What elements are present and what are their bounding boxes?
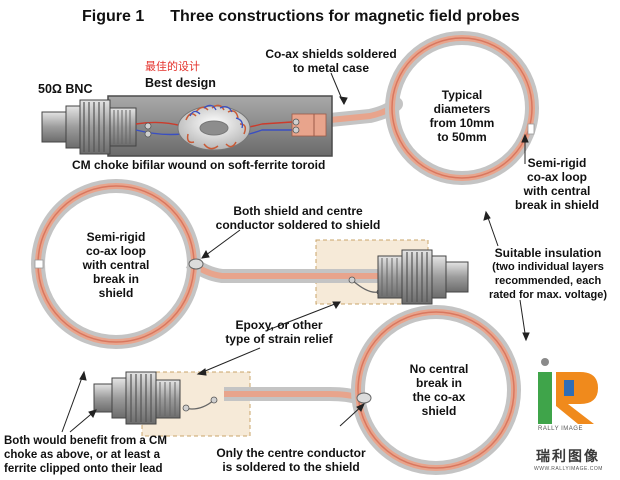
probe-1-pointers: [330, 72, 529, 164]
logo-url: WWW.RALLYIMAGE.COM: [534, 466, 603, 472]
probe-2-pointers: [201, 229, 341, 331]
probe-1-ferrite-toroid: [177, 104, 251, 151]
logo-text-block: RALLY IMAGE 瑞利图像 WWW.RALLYIMAGE.COM: [528, 362, 620, 480]
only-centre-label: Only the centre conductor is soldered to…: [216, 446, 366, 474]
epoxy-label: Epoxy, or other type of strain relief: [225, 318, 333, 346]
cm-choke-label: CM choke bifilar wound on soft-ferrite t…: [72, 158, 326, 172]
coax-shields-label: Co-ax shields soldered to metal case: [265, 47, 397, 75]
probe-3-bnc-connector: [93, 371, 181, 425]
insulation-label: Suitable insulation (two individual laye…: [489, 246, 607, 301]
probe-1-loop-core: [391, 37, 533, 179]
probe-3-pointers: [61, 347, 365, 433]
probe-3: [93, 305, 521, 475]
probe-3-solder-joint: [356, 392, 372, 404]
best-design-label: Best design: [145, 76, 216, 90]
both-benefit-label: Both would benefit from a CM choke as ab…: [4, 435, 167, 475]
probe-1-bnc-connector: [41, 99, 137, 155]
probe-2: [31, 179, 469, 349]
probe-1-central-break: [527, 123, 535, 135]
semi-rigid-left-label: Semi-rigid co-ax loop with central break…: [82, 230, 150, 300]
typical-diameters-label: Typical diameters from 10mm to 50mm: [429, 88, 495, 144]
probe-2-bnc-connector: [377, 249, 469, 305]
logo-brand-cn: 瑞利图像: [536, 448, 600, 464]
best-design-cn-label: 最佳的设计: [145, 61, 200, 73]
probe-2-solder-joint: [188, 258, 204, 270]
figure-number: Figure 1: [82, 8, 145, 25]
semi-rigid-right-label: Semi-rigid co-ax loop with central break…: [514, 156, 600, 212]
rally-image-logo: [538, 358, 598, 424]
figure-title-text: Three constructions for magnetic field p…: [170, 8, 520, 25]
both-shield-label: Both shield and centre conductor soldere…: [215, 204, 381, 232]
bnc-label: 50Ω BNC: [38, 82, 93, 96]
figure-title: Figure 1 Three constructions for magnetic…: [82, 8, 520, 25]
probe-2-central-break: [34, 259, 44, 269]
insulation-pointers: [483, 210, 530, 342]
probe-1-best-design: [41, 31, 539, 185]
no-central-break-label: No central break in the co-ax shield: [409, 362, 469, 418]
logo-brand: RALLY IMAGE: [538, 426, 583, 432]
